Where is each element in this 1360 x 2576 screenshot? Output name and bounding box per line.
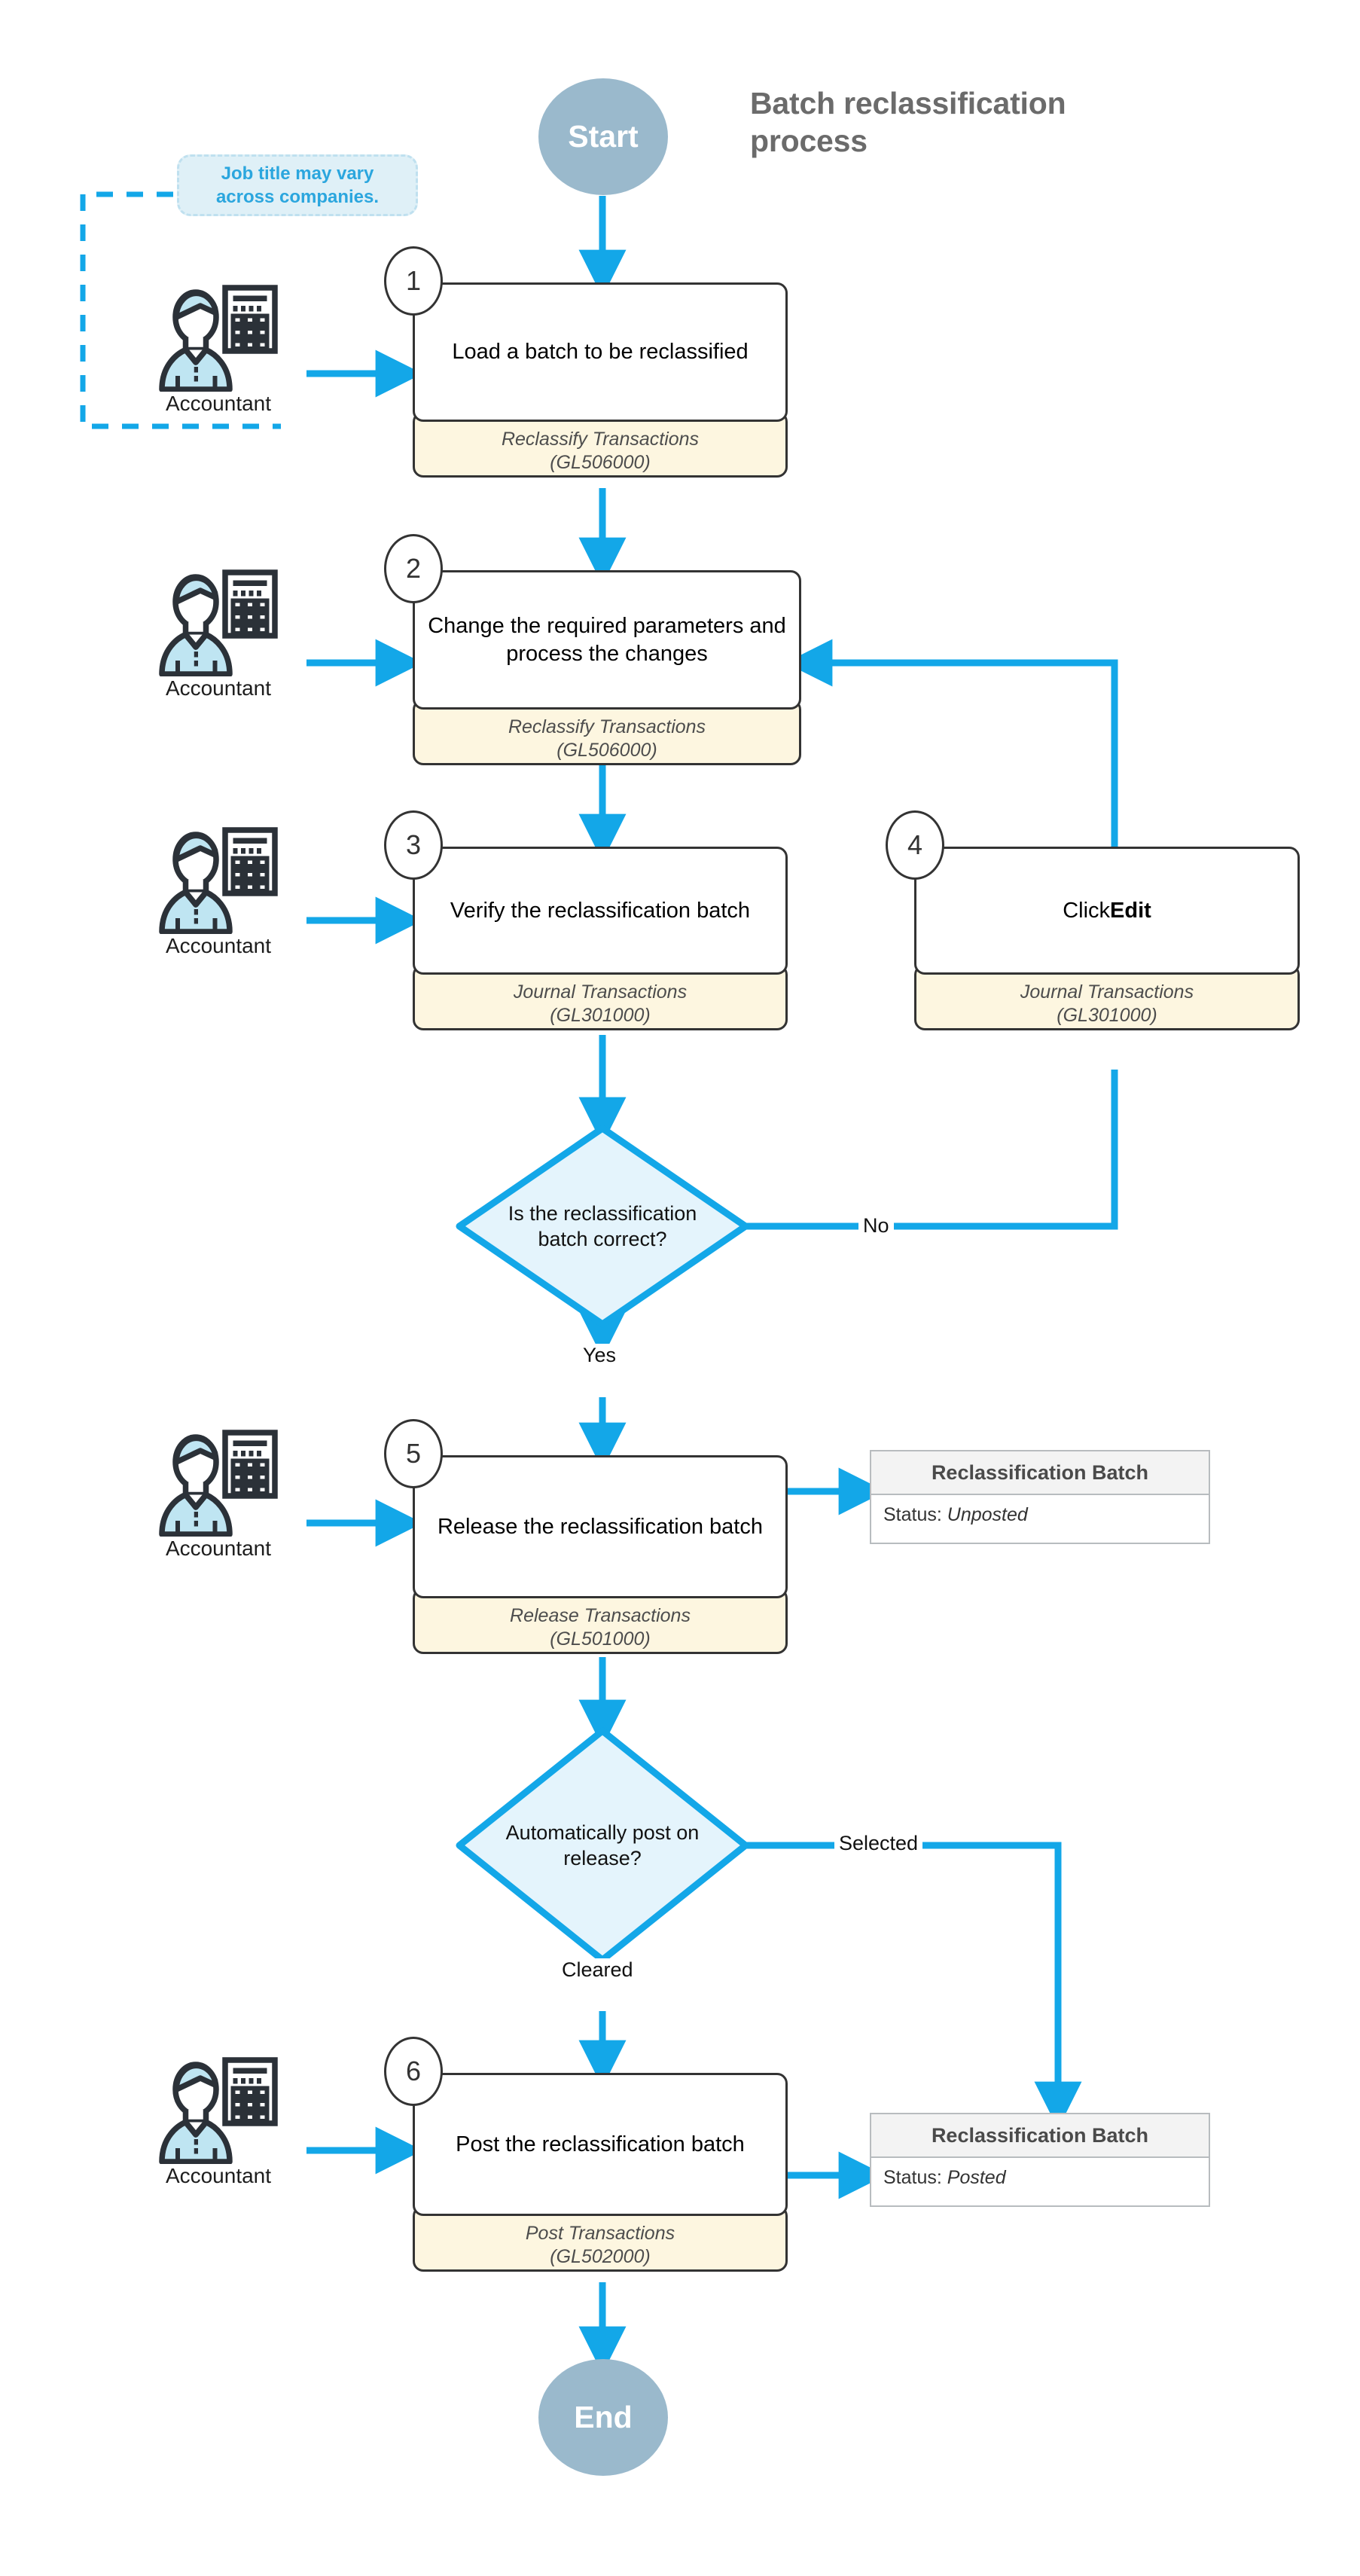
- decision-line-1: Automatically post on: [505, 1821, 700, 1845]
- step-title: Click Edit: [914, 847, 1300, 975]
- edge-decision2-selected: [746, 1842, 1082, 2129]
- end-terminator: End: [538, 2359, 668, 2476]
- step-title: Post the reclassification batch: [413, 2073, 788, 2216]
- edge-label-yes: Yes: [578, 1344, 621, 1367]
- callout-connector: [80, 191, 281, 429]
- status-card-body: Status: Posted: [871, 2158, 1209, 2198]
- edge-label-cleared: Cleared: [557, 1958, 638, 1982]
- step-screen-ref: Release Transactions (GL501000): [413, 1588, 788, 1654]
- actor-accountant-3: Accountant: [136, 821, 301, 958]
- screen-name: Release Transactions: [510, 1604, 691, 1626]
- status-card-body: Status: Unposted: [871, 1495, 1209, 1535]
- actor-label: Accountant: [165, 392, 272, 415]
- status-card-unposted: Reclassification Batch Status: Unposted: [870, 1450, 1210, 1544]
- screen-code: (GL506000): [550, 452, 651, 473]
- screen-name: Reclassify Transactions: [508, 716, 706, 737]
- step-box-5[interactable]: 5 Release the reclassification batch Rel…: [384, 1419, 788, 1654]
- actor-label: Accountant: [165, 676, 272, 700]
- screen-name: Reclassify Transactions: [501, 428, 700, 450]
- decision-verify-batch-label: Is the reclassification batch correct?: [467, 1196, 738, 1258]
- accountant-icon: [136, 563, 301, 676]
- step-title-plain: Click: [1063, 898, 1111, 923]
- accountant-icon: [136, 279, 301, 392]
- actor-label: Accountant: [165, 2164, 272, 2187]
- step-number-badge: 2: [384, 534, 443, 603]
- decision-line-2: batch correct?: [538, 1228, 667, 1250]
- decision-line-1: Is the reclassification: [508, 1202, 697, 1225]
- step-number-badge: 1: [384, 246, 443, 316]
- status-card-heading: Reclassification Batch: [871, 1451, 1209, 1495]
- accountant-icon: [136, 2051, 301, 2164]
- step-screen-ref: Reclassify Transactions (GL506000): [413, 411, 788, 478]
- step-screen-ref: Reclassify Transactions (GL506000): [413, 699, 801, 765]
- edge-label-no: No: [858, 1214, 894, 1238]
- decision-line-2: release?: [563, 1847, 642, 1869]
- step-box-2[interactable]: 2 Change the required parameters and pro…: [384, 534, 801, 765]
- status-card-heading: Reclassification Batch: [871, 2114, 1209, 2158]
- step-number-badge: 6: [384, 2037, 443, 2106]
- actor-accountant-5: Accountant: [136, 1424, 301, 1561]
- decision-auto-post-label: Automatically post on release?: [467, 1815, 738, 1877]
- accountant-icon-svg: [159, 285, 278, 392]
- status-label: Status:: [883, 1504, 942, 1525]
- step-title: Change the required parameters and proce…: [413, 570, 801, 710]
- step-box-4[interactable]: 4 Click Edit Journal Transactions (GL301…: [886, 810, 1300, 1030]
- status-value: Unposted: [947, 1504, 1028, 1525]
- step-title: Release the reclassification batch: [413, 1455, 788, 1598]
- screen-code: (GL301000): [1057, 1005, 1157, 1026]
- screen-code: (GL506000): [557, 740, 657, 761]
- actor-accountant-2: Accountant: [136, 563, 301, 700]
- accountant-icon: [136, 1424, 301, 1537]
- status-card-posted: Reclassification Batch Status: Posted: [870, 2113, 1210, 2207]
- status-value: Posted: [947, 2167, 1006, 2188]
- screen-code: (GL501000): [550, 1628, 651, 1650]
- screen-code: (GL301000): [550, 1005, 651, 1026]
- step-screen-ref: Post Transactions (GL502000): [413, 2205, 788, 2272]
- actor-accountant-6: Accountant: [136, 2051, 301, 2188]
- screen-name: Journal Transactions: [1020, 981, 1194, 1003]
- page-title: Batch reclassification process: [750, 86, 1066, 159]
- actor-accountant-1: Accountant: [136, 279, 301, 416]
- status-label: Status:: [883, 2167, 942, 2188]
- screen-name: Journal Transactions: [513, 981, 688, 1003]
- step-title: Load a batch to be reclassified: [413, 282, 788, 422]
- step-number-badge: 5: [384, 1419, 443, 1488]
- step-number-badge: 3: [384, 810, 443, 880]
- step-box-3[interactable]: 3 Verify the reclassification batch Jour…: [384, 810, 788, 1030]
- callout-note: Job title may vary across companies.: [177, 154, 418, 216]
- screen-code: (GL502000): [550, 2246, 651, 2267]
- step-title: Verify the reclassification batch: [413, 847, 788, 975]
- actor-label: Accountant: [165, 1537, 272, 1560]
- actor-label: Accountant: [165, 934, 272, 957]
- edge-decision1-no-up: [746, 1070, 1118, 1230]
- step-box-6[interactable]: 6 Post the reclassification batch Post T…: [384, 2037, 788, 2272]
- step-number-badge: 4: [886, 810, 944, 880]
- step-title-emphasis: Edit: [1110, 898, 1151, 923]
- screen-name: Post Transactions: [525, 2222, 675, 2244]
- start-terminator: Start: [538, 78, 668, 195]
- edge-step4-to-step2: [785, 639, 1118, 870]
- accountant-icon: [136, 821, 301, 934]
- step-box-1[interactable]: 1 Load a batch to be reclassified Reclas…: [384, 246, 788, 478]
- edge-label-selected: Selected: [834, 1832, 923, 1855]
